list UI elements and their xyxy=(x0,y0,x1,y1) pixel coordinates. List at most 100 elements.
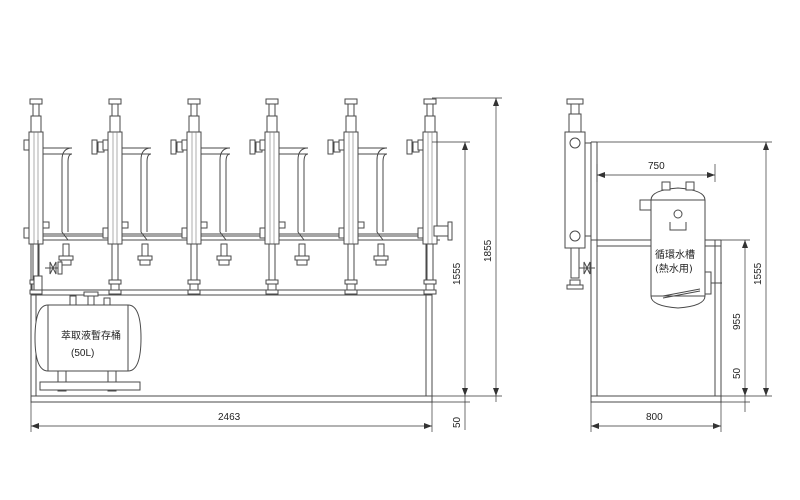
drain-flange xyxy=(373,255,389,261)
column-bottom-cap xyxy=(346,283,356,291)
crossover-pipe xyxy=(201,153,231,232)
drain-stub xyxy=(141,243,149,257)
column-body xyxy=(186,131,202,245)
front-total-height-dim: 1855 xyxy=(483,239,494,262)
column-top-stub xyxy=(111,103,119,117)
column-bottom-cap xyxy=(110,283,120,291)
drain-flange xyxy=(58,255,74,261)
column-bottom-flange xyxy=(423,289,437,295)
front-width-dim: 2463 xyxy=(218,412,241,423)
column-bottom-flange xyxy=(344,289,358,295)
crossover-pipe xyxy=(43,147,73,241)
circulation-tank-label: 循環水槽 xyxy=(655,248,695,261)
pipe-flange xyxy=(249,139,256,155)
column-side-port xyxy=(417,139,424,151)
column-top-stub xyxy=(347,103,355,117)
column-valve xyxy=(121,221,129,229)
drain-stub xyxy=(298,243,306,257)
drain-flange xyxy=(137,255,153,261)
column-bottom-cap xyxy=(267,283,277,291)
storage-tank xyxy=(34,291,142,392)
column-side-port xyxy=(102,139,109,151)
drain-flange xyxy=(216,255,232,261)
column-body xyxy=(343,131,359,245)
column-neck xyxy=(345,115,357,133)
column-top-flange xyxy=(29,98,43,105)
column-side-port xyxy=(338,139,345,151)
drain-cap xyxy=(375,259,387,266)
column-valve xyxy=(278,221,286,229)
drain-flange xyxy=(294,255,310,261)
column-bottom-stub xyxy=(190,243,198,281)
column-bottom-flange xyxy=(187,289,201,295)
side-dim-tank-width xyxy=(596,164,716,182)
drain-valve xyxy=(33,240,63,291)
side-upper-height-dim: 1555 xyxy=(753,262,764,285)
pipe-flange xyxy=(170,139,177,155)
side-width-dim: 800 xyxy=(646,412,663,423)
column-top-flange xyxy=(265,98,279,105)
column-body xyxy=(28,131,44,245)
column-side-port xyxy=(417,227,424,239)
crossover-pipe xyxy=(201,147,231,241)
column-top-flange xyxy=(187,98,201,105)
crossover-pipe xyxy=(43,153,73,232)
column-neck xyxy=(109,115,121,133)
side-mid-height-dim: 955 xyxy=(732,313,743,330)
column-neck xyxy=(30,115,42,133)
column-bottom-cap xyxy=(425,283,435,291)
column-side-port xyxy=(23,139,30,151)
column-bottom-flange xyxy=(265,279,279,285)
side-dim-width xyxy=(590,402,722,432)
column-neck xyxy=(188,115,200,133)
storage-tank-capacity: (50L) xyxy=(71,348,94,359)
drain-stub xyxy=(62,243,70,257)
column-valve xyxy=(42,221,50,229)
drain-stub xyxy=(220,243,228,257)
column-bottom-flange xyxy=(423,279,437,285)
front-upper-height-dim: 1555 xyxy=(452,262,463,285)
pipe-flange xyxy=(327,139,334,155)
side-tank-width-dim: 750 xyxy=(648,161,665,172)
column-neck xyxy=(424,115,436,133)
side-nozzle xyxy=(433,221,453,241)
column-bottom-stub xyxy=(111,243,119,281)
crossover-pipe xyxy=(122,153,152,232)
crossover-pipe xyxy=(358,147,388,241)
drain-cap xyxy=(139,259,151,266)
side-dim-height xyxy=(597,141,772,412)
column-bottom-cap xyxy=(189,283,199,291)
front-view: 萃取液暫存桶 (50L) 2463 1855 1555 50 xyxy=(23,97,502,432)
column-bottom-flange xyxy=(108,279,122,285)
column-top-stub xyxy=(32,103,40,117)
column-side-port xyxy=(102,227,109,239)
drain-cap xyxy=(218,259,230,266)
column-bottom-stub xyxy=(426,243,434,281)
crossover-pipe xyxy=(358,153,388,232)
extraction-columns xyxy=(23,98,438,295)
column-bottom-stub xyxy=(268,243,276,281)
crossover-pipe xyxy=(279,147,309,241)
front-base-dim: 50 xyxy=(452,416,463,428)
storage-tank-label: 萃取液暫存桶 xyxy=(61,329,121,342)
column-top-flange xyxy=(344,98,358,105)
column-side-port xyxy=(23,227,30,239)
crossover-pipe xyxy=(122,147,152,241)
column-side-port xyxy=(259,139,266,151)
column-top-stub xyxy=(268,103,276,117)
side-view: 循環水槽 (熱水用) 750 800 xyxy=(564,98,772,432)
column-neck xyxy=(266,115,278,133)
drain-cap xyxy=(296,259,308,266)
side-extraction-column xyxy=(564,98,595,290)
column-body xyxy=(107,131,123,245)
column-side-port xyxy=(338,227,345,239)
column-side-port xyxy=(181,139,188,151)
pipe-flange xyxy=(406,139,413,155)
column-top-stub xyxy=(190,103,198,117)
circulation-tank xyxy=(639,181,722,309)
column-side-port xyxy=(181,227,188,239)
column-bottom-stub xyxy=(347,243,355,281)
column-top-flange xyxy=(423,98,437,105)
column-valve xyxy=(357,221,365,229)
